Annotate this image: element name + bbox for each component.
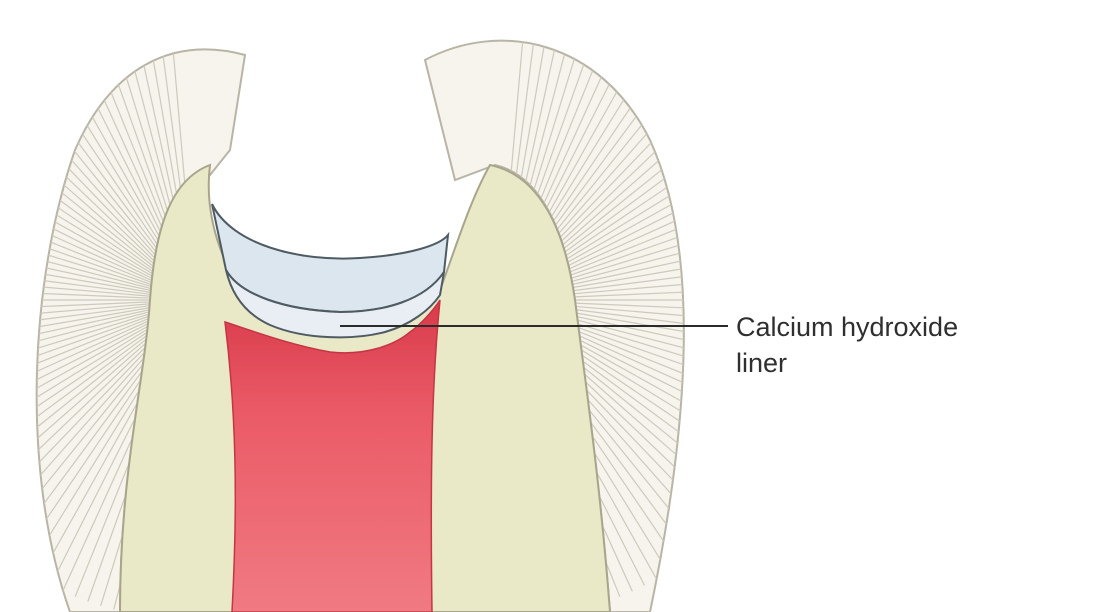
label-calcium-hydroxide: Calcium hydroxide [736, 310, 958, 344]
label-liner: liner [736, 346, 787, 380]
